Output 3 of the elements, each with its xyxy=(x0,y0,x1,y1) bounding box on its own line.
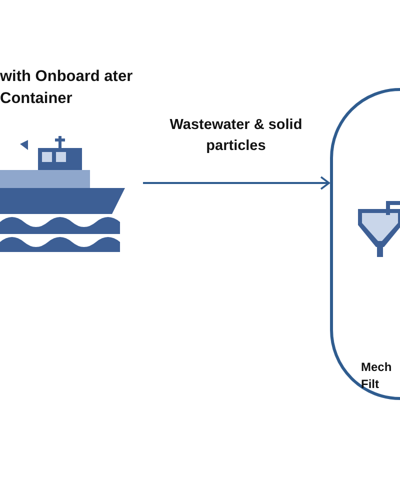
arrow xyxy=(143,176,330,190)
node-heading: with Onboard ater Container xyxy=(0,67,134,109)
node-label: Mech Filt xyxy=(361,359,393,393)
